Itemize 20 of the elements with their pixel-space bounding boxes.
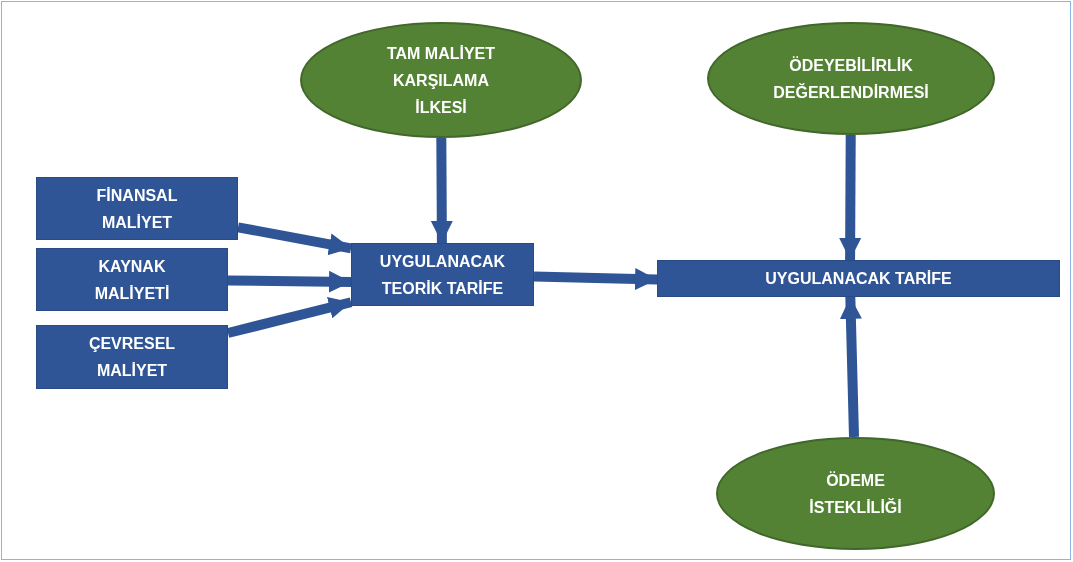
arrow: [839, 296, 862, 438]
process-box: [657, 260, 1060, 297]
process-box: [36, 325, 228, 389]
node-label: KAYNAK MALİYETİ: [93, 256, 171, 304]
process-box: [36, 177, 238, 240]
node-label: ÇEVRESEL MALİYET: [87, 334, 177, 381]
process-box: [351, 243, 534, 306]
node-label: FİNANSAL MALİYET: [95, 185, 179, 233]
arrow: [533, 267, 658, 290]
process-box: [36, 248, 228, 311]
arrow: [226, 296, 353, 338]
arrow: [237, 222, 352, 256]
arrow: [430, 137, 453, 244]
node-label: ÖDEME İSTEKLİLİĞİ: [808, 470, 903, 518]
arrow: [839, 135, 862, 261]
node-label: ÖDEYEBİLİRLİK DEĞERLENDİRMESİ: [772, 55, 930, 103]
node-label: UYGULANACAK TEORİK TARİFE: [378, 251, 507, 299]
node-label: UYGULANACAK TARİFE: [765, 269, 952, 289]
arrow: [227, 270, 352, 293]
node-label: TAM MALİYET KARŞILAMA İLKESİ: [385, 43, 497, 118]
